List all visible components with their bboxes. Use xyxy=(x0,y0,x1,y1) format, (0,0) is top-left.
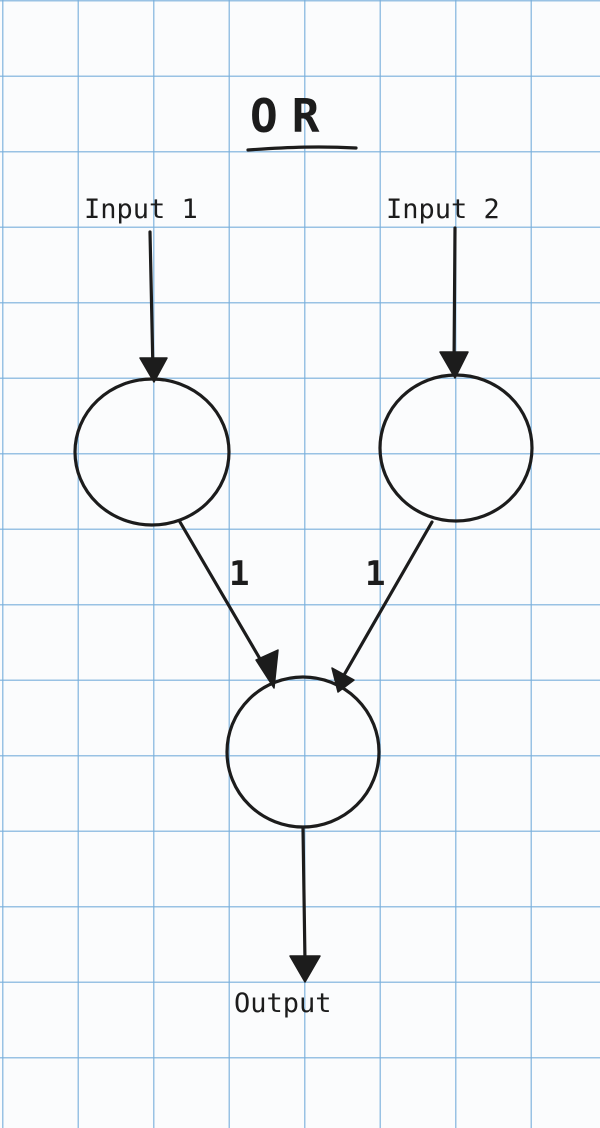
weight-1-label: 1 xyxy=(229,554,249,594)
weight-2-label: 1 xyxy=(365,554,385,594)
input-2-label: Input 2 xyxy=(386,194,500,225)
output-arrowhead xyxy=(289,955,321,983)
edge-input-2-to-output xyxy=(338,520,434,684)
input-2-arrow xyxy=(452,226,457,370)
input-neuron-2 xyxy=(378,373,534,523)
diagram-title: OR xyxy=(250,89,333,143)
output-label: Output xyxy=(234,988,332,1019)
input-1-arrow xyxy=(148,230,155,374)
edge-input-1-to-output xyxy=(178,520,272,678)
edge-1-arrowhead xyxy=(255,649,279,689)
input-neuron-1 xyxy=(73,377,231,527)
input-2-arrowhead xyxy=(439,351,469,379)
input-1-arrowhead xyxy=(139,357,168,383)
input-1-label: Input 1 xyxy=(84,194,198,225)
output-neuron xyxy=(225,675,381,829)
output-arrow xyxy=(301,826,307,964)
title-underline xyxy=(246,145,358,152)
